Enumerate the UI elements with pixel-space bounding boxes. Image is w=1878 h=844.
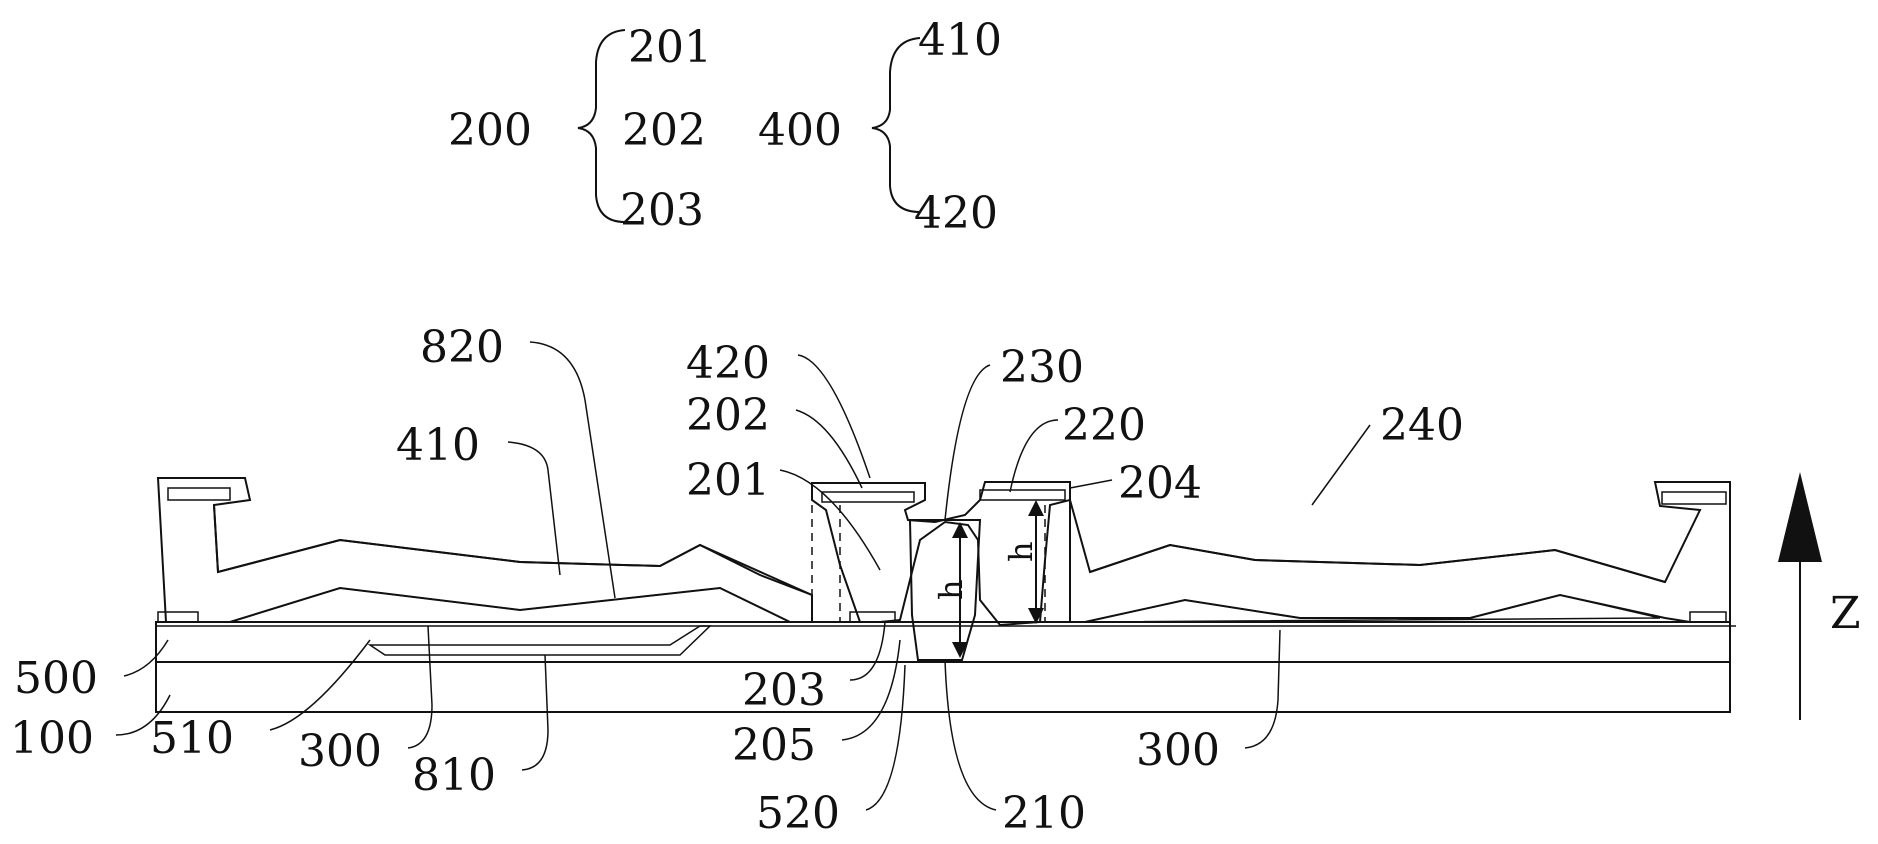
- callout-210: 210: [1002, 788, 1086, 839]
- leader-100: [115, 694, 171, 736]
- electrode-201: [821, 491, 915, 503]
- layer-820-left: [213, 504, 813, 596]
- leader-810: [521, 654, 549, 771]
- leader-203: [849, 621, 886, 681]
- leader-520: [865, 664, 906, 811]
- callout-810: 810: [412, 750, 496, 801]
- height-label-left: h: [932, 579, 970, 600]
- electrode-left: [167, 487, 231, 501]
- right-bank: [1069, 481, 1731, 623]
- callout-230: 230: [1000, 342, 1084, 393]
- central-structure: [811, 481, 1071, 661]
- leader-201: [779, 469, 881, 571]
- legend-label-200: 200: [448, 105, 532, 156]
- height-arrow-left: h: [932, 522, 970, 658]
- leader-500: [123, 639, 169, 677]
- legend-member-201: 201: [628, 22, 712, 73]
- leader-410: [507, 441, 561, 576]
- legend-member-420: 420: [914, 188, 998, 239]
- layer-810: [367, 625, 712, 656]
- legend-group-400: 400 410 420: [758, 15, 1002, 239]
- legend-member-202: 202: [622, 105, 706, 156]
- callout-500: 500: [14, 653, 98, 704]
- callout-100: 100: [10, 713, 94, 764]
- callout-240: 240: [1380, 400, 1464, 451]
- legend-group-200: 200 201 202 203: [448, 22, 712, 236]
- callout-300-left: 300: [298, 726, 382, 777]
- pad-right: [1689, 611, 1727, 623]
- pad-center: [849, 611, 896, 623]
- left-bank: [156, 477, 813, 623]
- electrode-right: [1661, 491, 1727, 505]
- legend-brace-200: [577, 29, 626, 223]
- callout-201: 201: [686, 455, 770, 506]
- callout-204: 204: [1118, 458, 1202, 509]
- callout-410: 410: [396, 420, 480, 471]
- callout-205: 205: [732, 720, 816, 771]
- leader-220: [1009, 419, 1059, 493]
- legend-label-400: 400: [758, 105, 842, 156]
- callout-510: 510: [150, 713, 234, 764]
- leader-202: [795, 409, 863, 489]
- height-label-right: h: [1002, 541, 1040, 562]
- callout-520: 520: [756, 788, 840, 839]
- leader-820: [529, 341, 616, 599]
- callout-820: 820: [420, 322, 504, 373]
- z-axis-label: Z: [1830, 588, 1861, 639]
- leader-300-right: [1244, 629, 1281, 749]
- leader-230: [944, 364, 991, 521]
- leader-510: [269, 639, 371, 731]
- legend-member-410: 410: [918, 15, 1002, 66]
- callout-300-right: 300: [1136, 725, 1220, 776]
- z-axis-arrowhead: [1778, 472, 1822, 562]
- layer-100: [155, 621, 1731, 713]
- height-arrow-right: h: [1002, 500, 1044, 624]
- fill-region-300-left: [229, 587, 791, 623]
- legend-brace-400: [871, 37, 921, 213]
- layer-820-right: [1089, 543, 1666, 583]
- leader-240: [1311, 424, 1371, 506]
- z-axis: Z: [1778, 472, 1861, 720]
- callout-220: 220: [1062, 400, 1146, 451]
- leader-210: [944, 659, 997, 811]
- callouts: 820 410 420 202 201 230 220 204 240 500 …: [10, 322, 1464, 839]
- callout-202: 202: [686, 390, 770, 441]
- legend-member-203: 203: [620, 185, 704, 236]
- callout-420: 420: [686, 338, 770, 389]
- leader-205: [841, 639, 901, 741]
- leader-300-left: [407, 625, 433, 749]
- electrode-204: [979, 489, 1066, 501]
- leader-420: [797, 354, 871, 479]
- callout-203: 203: [742, 665, 826, 716]
- substrate-stack: [155, 621, 1736, 713]
- leader-204: [1069, 479, 1113, 489]
- via-210: [908, 519, 982, 661]
- pad-left: [157, 611, 199, 623]
